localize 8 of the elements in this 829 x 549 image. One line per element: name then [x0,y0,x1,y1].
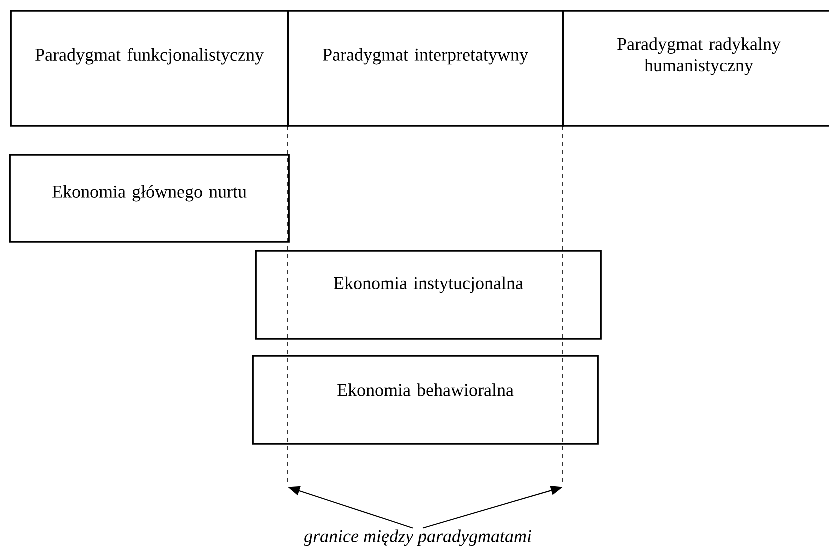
boundary-line [562,126,564,484]
box: Ekonomia głównego nurtu [9,154,290,243]
box: Paradygmat funkcjonalistyczny [10,10,289,127]
box: Ekonomia behawioralna [252,355,599,445]
boundary-caption: granice między paradygmatami [304,530,532,546]
box: Ekonomia instytucjonalna [255,250,602,340]
box: Paradygmat radykalny humanistyczny [562,10,829,127]
box: Paradygmat interpretatywny [287,10,564,127]
